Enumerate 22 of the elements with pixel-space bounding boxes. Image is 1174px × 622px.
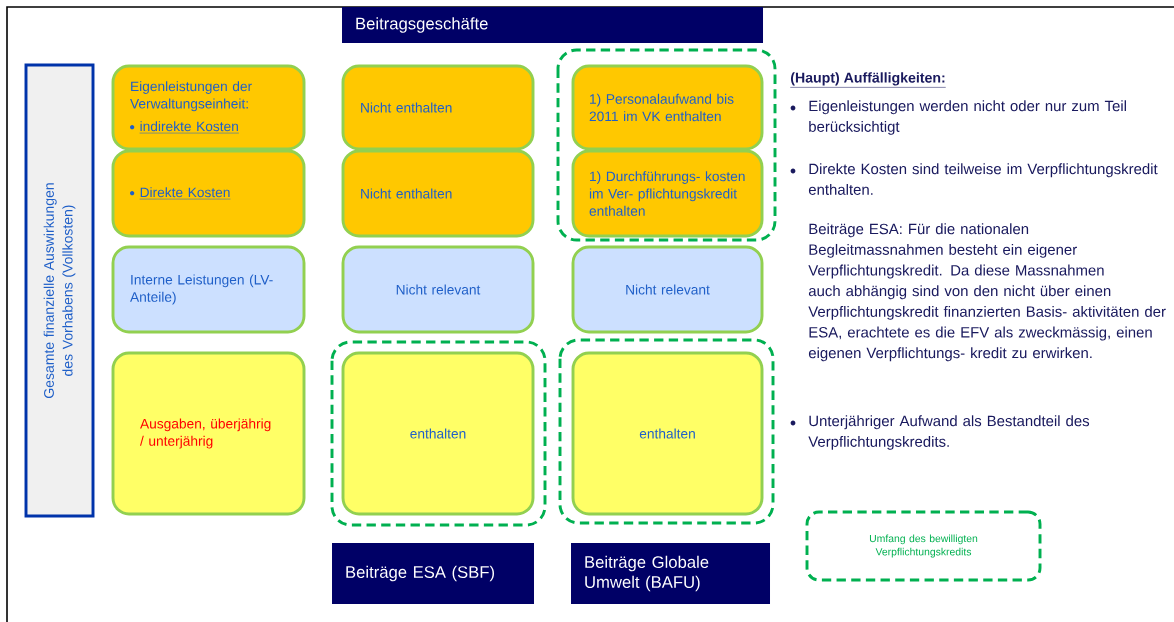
legend-box: Umfang des bewilligten Verpflichtungskredits xyxy=(805,510,1042,582)
cost-box: 1) Personalaufwand bis 2011 im VK enthalten xyxy=(571,64,764,151)
cost-box: Nicht relevant xyxy=(571,245,764,334)
cost-box: Interne Leistungen (LV-Anteile) xyxy=(111,245,306,334)
row-label-box: Gesamte finanzielle Auswirkungen des Vorhabens (Vollkosten) xyxy=(24,63,95,518)
column-label: Beiträge Globale Umwelt (BAFU) xyxy=(571,543,770,604)
cost-box: Direkte Kosten xyxy=(111,149,306,238)
cost-box: Ausgaben, überjährig / unterjährig xyxy=(111,351,306,516)
header-bar: Beitragsgeschäfte xyxy=(342,7,763,43)
note-text: Unterjähriger Aufwand als Bestandteil des Verpflichtungskredits. xyxy=(808,415,1090,450)
note-text: Eigenleistungen werden nicht oder nur zum Teil berücksichtigt xyxy=(809,100,1126,135)
note-text: Direkte Kosten sind teilweise im Verpflichtungskredit enthalten. xyxy=(808,163,1158,195)
cost-box: Nicht enthalten xyxy=(341,64,535,151)
cost-box: Nicht enthalten xyxy=(341,149,535,238)
column-label: Beiträge ESA (SBF) xyxy=(332,543,534,604)
cost-box: Nicht relevant xyxy=(341,245,535,334)
cost-box: Eigenleistungen der Verwaltungseinheit: indirekte Kosten xyxy=(111,64,306,151)
cost-box: enthalten xyxy=(571,351,764,516)
heading: (Haupt) Auffälligkeiten: xyxy=(790,72,946,88)
note-text: Beiträge ESA: Für die nationalen Begleitmassnahmen besteht ein eigener Verpflichtungskredit. Da diese Massnahmen auch abhängig sind von den nicht über einen Verpflichtungskredit finanzierten Basis- aktivitäten der ESA, erachtete es die EFV als zweckmässig, einen eigenen Verpflichtungs- kredit zu erwirken. xyxy=(808,223,1166,362)
cost-box: 1) Durchführungs- kosten im Ver- pflichtungskredit enthalten xyxy=(571,149,764,238)
cost-box: enthalten xyxy=(341,351,535,516)
